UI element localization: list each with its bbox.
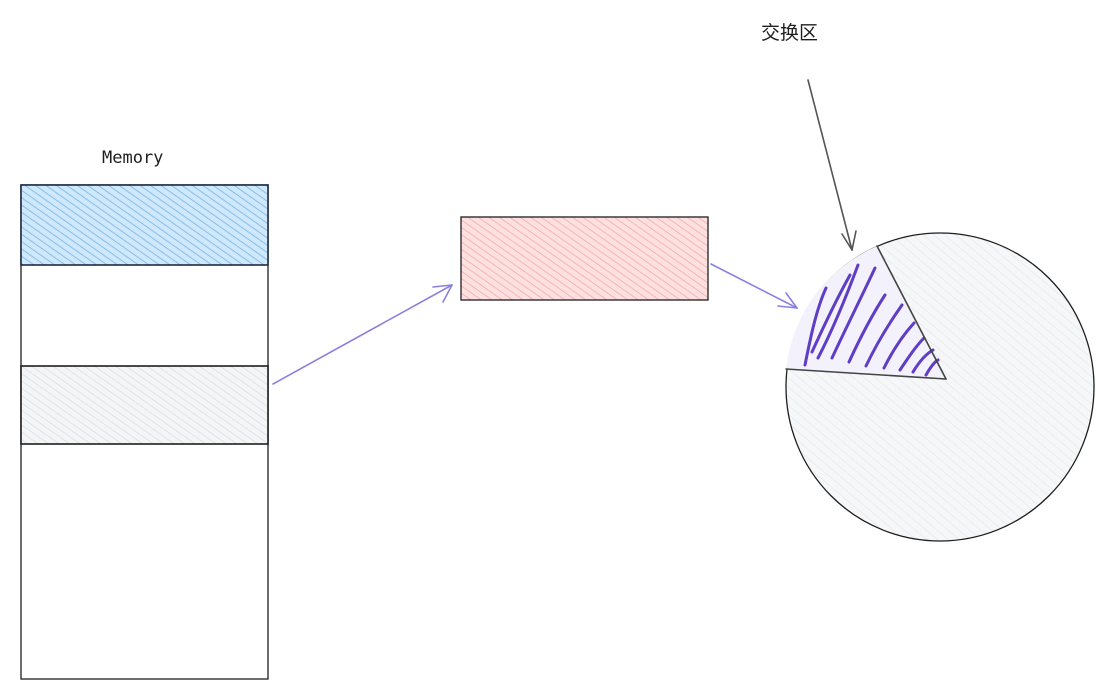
swap-sector (786, 246, 946, 379)
swap-sector-edges (785, 245, 947, 380)
swap-sector-hatching (803, 263, 940, 377)
swap-pointer-arrow (807, 79, 857, 251)
arrow-buffer-to-disk (710, 263, 798, 309)
transfer-block-red (460, 216, 709, 301)
arrow-memory-to-buffer (272, 284, 453, 385)
memory-label: Memory (102, 148, 163, 168)
memory-block-blue (20, 184, 269, 266)
swap-area-label: 交换区 (761, 22, 818, 44)
memory-block-gray (20, 365, 269, 445)
